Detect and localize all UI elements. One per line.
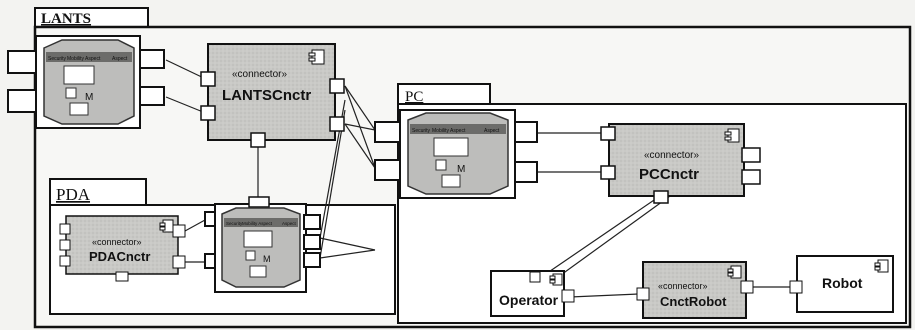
component-name: LANTSCnctr <box>222 87 311 104</box>
aspect-label: Aspect <box>282 221 297 226</box>
mobility-label: Mobility Aspect <box>432 128 466 134</box>
m-label: M <box>457 164 465 175</box>
security-label: Security <box>48 56 67 62</box>
pda-connector-component[interactable]: «connector» PDACnctr <box>60 216 185 281</box>
pc-connector-component[interactable]: «connector» PCCnctr <box>601 124 760 203</box>
m-label: M <box>263 254 271 264</box>
robot-component[interactable]: Robot <box>790 256 893 312</box>
stereotype-label: «connector» <box>92 237 142 247</box>
aspect-label: Aspect <box>484 128 500 134</box>
component-name: PDACnctr <box>89 249 150 264</box>
component-name: Operator <box>499 292 559 308</box>
component-name: PCCnctr <box>639 166 699 183</box>
stereotype-label: «connector» <box>658 281 708 291</box>
security-label: Security <box>412 128 431 134</box>
robot-connector-component[interactable]: «connector» CnctRobot <box>637 262 753 318</box>
security-label: Security <box>226 221 243 226</box>
stereotype-label: «connector» <box>644 150 699 161</box>
mobility-label: Mobility Aspect <box>67 56 101 62</box>
m-label: M <box>85 92 93 103</box>
mobility-label: Mobility Aspect <box>242 221 273 226</box>
package-lants-label: LANTS <box>41 11 91 27</box>
component-icon <box>550 274 562 285</box>
lants-aspect-component[interactable]: Security Mobility Aspect Aspect M <box>8 36 164 128</box>
pda-aspect-component[interactable]: Security Mobility Aspect Aspect M <box>205 197 320 292</box>
component-name: CnctRobot <box>660 294 727 309</box>
component-name: Robot <box>822 275 863 291</box>
pc-aspect-component[interactable]: Security Mobility Aspect Aspect M <box>375 110 537 198</box>
aspect-label: Aspect <box>112 56 128 62</box>
lants-connector-component[interactable]: «connector» LANTSCnctr <box>201 44 344 147</box>
package-pda-label: PDA <box>56 185 91 204</box>
stereotype-label: «connector» <box>232 69 287 80</box>
operator-component[interactable]: Operator <box>491 271 574 316</box>
package-pc-label: PC <box>405 89 423 105</box>
